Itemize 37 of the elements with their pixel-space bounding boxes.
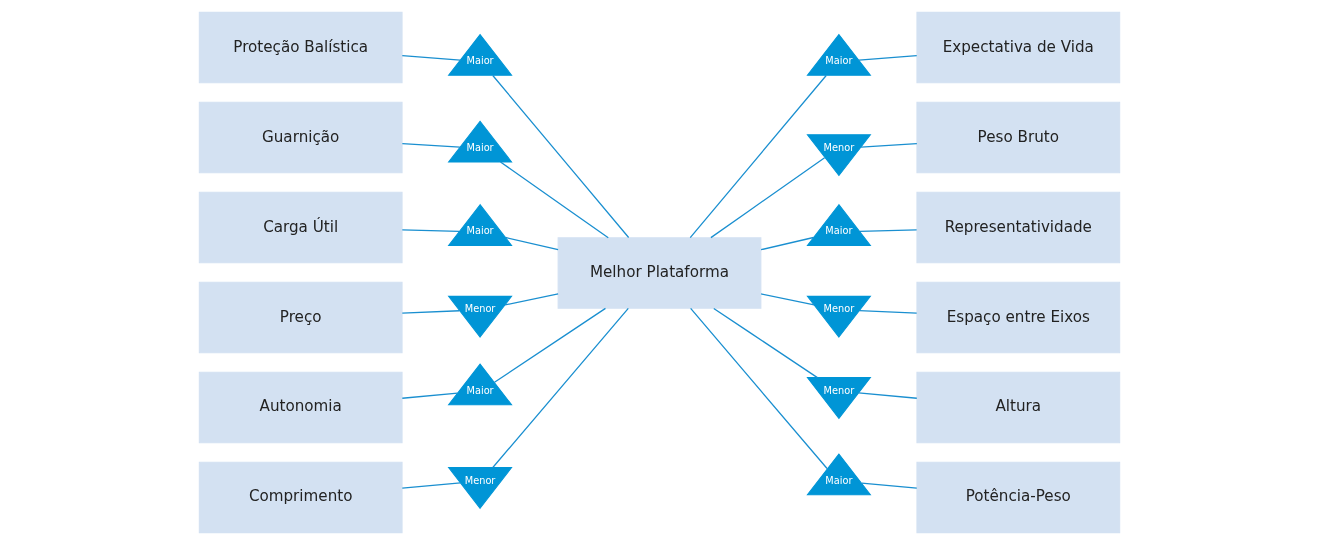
node-box: Guarnição bbox=[198, 101, 403, 174]
connector bbox=[401, 229, 460, 232]
node-box: Proteção Balística bbox=[198, 11, 403, 84]
connector bbox=[492, 307, 629, 469]
connector bbox=[492, 74, 630, 239]
connector bbox=[401, 392, 459, 399]
connector bbox=[713, 307, 819, 379]
connector bbox=[401, 143, 461, 148]
connector bbox=[760, 293, 815, 306]
connector bbox=[499, 161, 609, 239]
node-box: Melhor Plataforma bbox=[557, 237, 762, 309]
node-box: Expectativa de Vida bbox=[916, 11, 1121, 84]
node-box: Autonomia bbox=[198, 371, 403, 444]
connector bbox=[401, 482, 462, 489]
node-box: Espaço entre Eixos bbox=[916, 281, 1121, 354]
connector bbox=[689, 74, 827, 239]
connector bbox=[857, 392, 918, 399]
connector bbox=[858, 54, 918, 61]
connector bbox=[401, 310, 461, 314]
node-box: Comprimento bbox=[198, 461, 403, 534]
connector bbox=[690, 307, 828, 470]
connector bbox=[861, 482, 918, 489]
node-box: Representatividade bbox=[916, 191, 1121, 264]
connector bbox=[504, 236, 559, 251]
connector bbox=[493, 307, 607, 383]
connector bbox=[760, 236, 815, 251]
node-box: Peso Bruto bbox=[916, 101, 1121, 174]
node-box: Potência-Peso bbox=[916, 461, 1121, 534]
connector bbox=[401, 54, 461, 61]
connector bbox=[504, 293, 559, 306]
connector bbox=[858, 310, 918, 314]
connector bbox=[710, 157, 826, 239]
connector bbox=[859, 229, 918, 232]
node-box: Altura bbox=[916, 371, 1121, 444]
node-box: Preço bbox=[198, 281, 403, 354]
connector bbox=[860, 143, 918, 148]
node-box: Carga Útil bbox=[198, 191, 403, 264]
